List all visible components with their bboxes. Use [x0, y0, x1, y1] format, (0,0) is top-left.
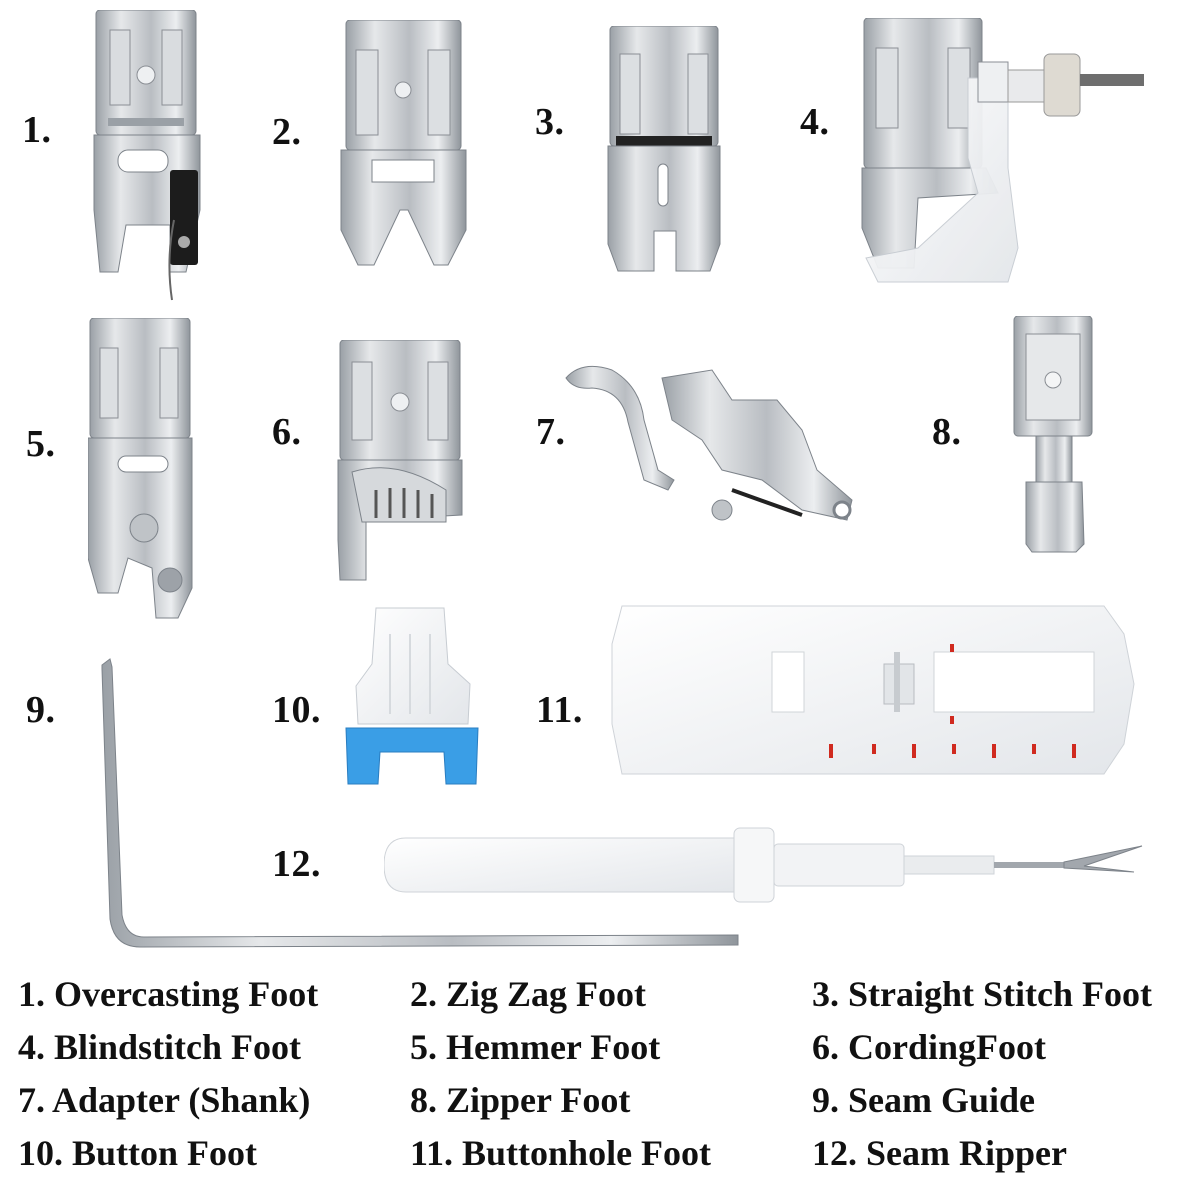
legend-item-11: 11. Buttonhole Foot [410, 1133, 712, 1173]
item-number-6: 6. [272, 411, 302, 453]
zig-zag-foot-image [340, 20, 467, 266]
overcasting-foot-image [93, 10, 201, 301]
button-foot-image [345, 607, 479, 785]
buttonhole-foot-image [611, 605, 1135, 775]
legend-item-2: 2. Zig Zag Foot [410, 974, 647, 1014]
item-number-2: 2. [272, 111, 302, 153]
zipper-foot-image [1013, 316, 1093, 553]
adapter-shank-image [565, 365, 853, 521]
item-number-3: 3. [535, 101, 565, 143]
straight-stitch-foot-image [607, 26, 721, 272]
legend-item-3: 3. Straight Stitch Foot [812, 974, 1152, 1014]
legend-item-1: 1. Overcasting Foot [18, 974, 319, 1014]
blindstitch-foot-image [861, 18, 1144, 283]
legend-item-7: 7. Adapter (Shank) [18, 1080, 311, 1120]
legend-item-10: 10. Button Foot [18, 1133, 258, 1173]
hemmer-foot-image [88, 318, 193, 619]
item-number-1: 1. [22, 109, 52, 151]
item-number-9: 9. [26, 689, 56, 731]
cording-foot-image [337, 340, 463, 581]
legend-item-4: 4. Blindstitch Foot [18, 1027, 302, 1067]
legend-item-9: 9. Seam Guide [812, 1080, 1036, 1120]
legend-item-8: 8. Zipper Foot [410, 1080, 631, 1120]
item-number-8: 8. [932, 411, 962, 453]
legend-item-6: 6. CordingFoot [812, 1027, 1046, 1067]
seam-guide-image [101, 658, 739, 948]
legend-item-12: 12. Seam Ripper [812, 1133, 1067, 1173]
item-number-11: 11. [536, 689, 583, 731]
item-number-5: 5. [26, 423, 56, 465]
item-number-10: 10. [272, 689, 321, 731]
item-number-12: 12. [272, 843, 321, 885]
seam-ripper-image [384, 827, 1143, 903]
legend-item-5: 5. Hemmer Foot [410, 1027, 661, 1067]
item-number-7: 7. [536, 411, 566, 453]
item-number-4: 4. [800, 101, 830, 143]
